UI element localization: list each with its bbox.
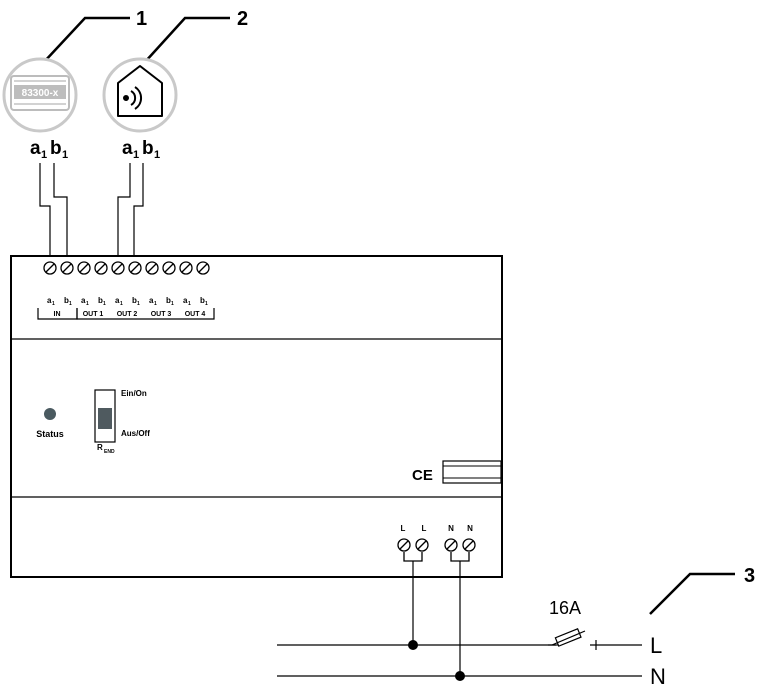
terminal-ab-label: a xyxy=(183,296,188,305)
bus-left-b: b xyxy=(50,138,62,159)
mains-wiring: 16A L N xyxy=(277,561,666,689)
terminal-ab-label: b xyxy=(200,296,205,305)
terminal-screw xyxy=(196,261,210,275)
terminal-ab-sub: 1 xyxy=(205,301,208,307)
terminal-ab-label: a xyxy=(149,296,154,305)
device-1-icon: 83300-x xyxy=(2,57,78,133)
junction-dot-l xyxy=(408,640,418,650)
bus-wires xyxy=(39,163,144,262)
line-label-l: L xyxy=(650,633,662,658)
terminal-ab-sub: 1 xyxy=(103,301,106,307)
terminal-group-out3: OUT 3 xyxy=(151,311,172,318)
terminal-screw xyxy=(179,261,193,275)
fuse-label: 16A xyxy=(549,598,581,618)
bus-right-b-sub: 1 xyxy=(154,149,160,161)
terminal-screw xyxy=(162,261,176,275)
label-slot xyxy=(442,460,502,484)
terminal-ab-sub: 1 xyxy=(137,301,140,307)
terminal-screw xyxy=(43,261,57,275)
power-terminal-l1: L xyxy=(401,524,406,533)
terminal-group-out1: OUT 1 xyxy=(83,311,104,318)
terminal-screw xyxy=(145,261,159,275)
terminal-screw xyxy=(94,261,108,275)
terminal-group-out2: OUT 2 xyxy=(117,311,138,318)
terminal-ab-label: a xyxy=(47,296,52,305)
bus-label-left: a 1 b 1 xyxy=(30,138,68,161)
terminal-screw xyxy=(77,261,91,275)
terminal-group-out4: OUT 4 xyxy=(185,311,206,318)
switch-r-sub: END xyxy=(104,449,115,455)
terminal-ab-sub: 1 xyxy=(86,301,89,307)
bus-right-b: b xyxy=(142,138,154,159)
terminal-ab-sub: 1 xyxy=(120,301,123,307)
device-2-house-icon xyxy=(102,57,178,133)
line-label-n: N xyxy=(650,664,666,689)
terminal-ab-sub: 1 xyxy=(69,301,72,307)
bus-left-a-sub: 1 xyxy=(41,149,47,161)
bus-right-a: a xyxy=(122,138,133,159)
power-terminal-n1: N xyxy=(448,524,454,533)
terminal-group-in: IN xyxy=(54,311,61,318)
terminal-ab-label: a xyxy=(81,296,86,305)
terminal-screw xyxy=(60,261,74,275)
terminal-ab-sub: 1 xyxy=(171,301,174,307)
terminal-ab-sub: 1 xyxy=(52,301,55,307)
callout-1-number: 1 xyxy=(136,8,147,30)
terminal-ab-label: b xyxy=(132,296,137,305)
terminal-screw xyxy=(111,261,125,275)
callout-2: 2 xyxy=(144,8,248,63)
status-label: Status xyxy=(36,429,64,439)
terminal-ab-label: b xyxy=(166,296,171,305)
terminal-ab-label: a xyxy=(115,296,120,305)
terminal-ab-label: b xyxy=(98,296,103,305)
bus-left-a: a xyxy=(30,138,41,159)
status-led: Status xyxy=(36,408,64,439)
power-terminal-n2: N xyxy=(467,524,473,533)
termination-switch[interactable]: Ein/On Aus/Off R END xyxy=(94,389,150,455)
ce-mark: CE xyxy=(412,467,433,484)
terminal-screw xyxy=(128,261,142,275)
switch-off-label: Aus/Off xyxy=(121,429,150,438)
switch-on-label: Ein/On xyxy=(121,389,147,398)
callout-3: 3 xyxy=(649,565,755,615)
fuse-symbol xyxy=(548,628,586,647)
power-terminal-l2: L xyxy=(422,524,427,533)
bus-label-right: a 1 b 1 xyxy=(122,138,160,161)
junction-dot-n xyxy=(455,671,465,681)
terminal-ab-sub: 1 xyxy=(154,301,157,307)
actuator-housing xyxy=(10,255,503,578)
ce-mark-text: CE xyxy=(412,467,433,484)
bus-left-b-sub: 1 xyxy=(62,149,68,161)
terminal-ab-label: b xyxy=(64,296,69,305)
bus-right-a-sub: 1 xyxy=(133,149,139,161)
terminal-ab-sub: 1 xyxy=(188,301,191,307)
callout-2-number: 2 xyxy=(237,8,248,30)
callout-3-number: 3 xyxy=(744,565,755,587)
device-1-label: 83300-x xyxy=(22,88,59,99)
switch-r-label: R xyxy=(97,443,103,452)
callout-1: 1 xyxy=(43,8,147,63)
